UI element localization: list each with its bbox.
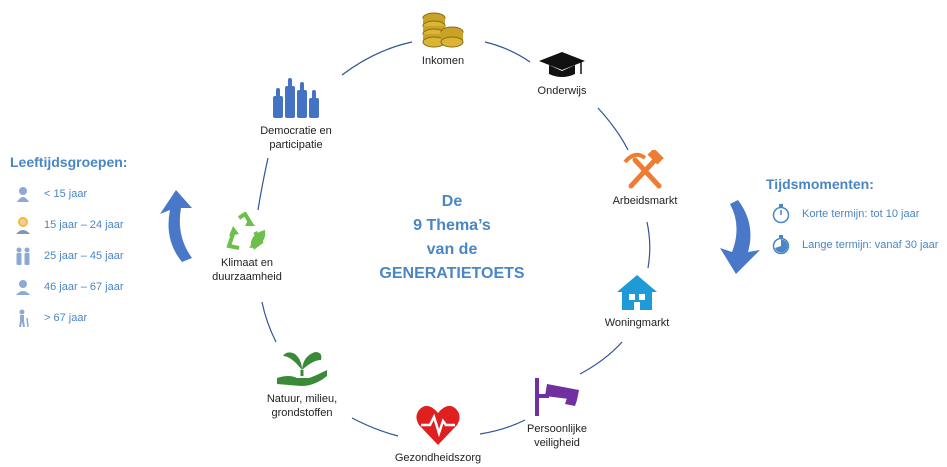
theme-label: Natuur, milieu,: [266, 393, 338, 405]
time-moments-title: Tijdsmomenten:: [766, 176, 874, 192]
house-icon: [617, 275, 657, 310]
center-title-line: GENERATIETOETS: [379, 265, 525, 282]
ring-segment: [646, 221, 651, 269]
age-group-item: 15 jaar – 24 jaar: [12, 209, 124, 240]
recycle-leaf-icon: [226, 211, 266, 250]
age-group-label: > 67 jaar: [44, 311, 88, 324]
theme-klimaat-en-duurzaamheid: Klimaat en duurzaamheid: [200, 211, 294, 284]
stopwatch-icon: [770, 203, 792, 224]
theme-label: Onderwijs: [537, 85, 587, 97]
couple-icon: [12, 247, 34, 265]
center-title-line: De: [441, 193, 463, 210]
ring-segment: [484, 41, 531, 63]
theme-onderwijs: Onderwijs: [520, 50, 604, 98]
theme-label: duurzaamheid: [212, 271, 282, 283]
theme-label: Woningmarkt: [604, 317, 670, 329]
time-moment-label: Lange termijn: vanaf 30 jaar: [802, 238, 939, 251]
theme-label: Inkomen: [421, 55, 465, 67]
theme-arbeidsmarkt: Arbeidsmarkt: [600, 148, 690, 208]
theme-label: Democratie en: [260, 125, 332, 137]
theme-label: participatie: [269, 139, 323, 151]
age-group-label: 25 jaar – 45 jaar: [44, 249, 124, 262]
theme-woningmarkt: Woningmarkt: [592, 272, 682, 330]
age-group-label: 15 jaar – 24 jaar: [44, 218, 124, 231]
ring-segment: [261, 301, 277, 343]
age-group-item: < 15 jaar: [12, 178, 124, 209]
center-title-line: van de: [426, 241, 478, 258]
center-title-line: 9 Thema’s: [413, 217, 491, 234]
graduation-cap-icon: [539, 52, 585, 77]
ring-segment: [257, 157, 269, 211]
theme-label: Gezondheidszorg: [394, 452, 482, 464]
young-person-icon: [12, 216, 34, 234]
theme-democratie-en-participatie: Democratie en participatie: [246, 76, 346, 152]
ring-segment: [579, 341, 623, 375]
adult-icon: [12, 279, 34, 295]
age-groups-list: < 15 jaar 15 jaar – 24 jaar 25 jaar – 45…: [12, 178, 124, 333]
age-group-item: 25 jaar – 45 jaar: [12, 240, 124, 271]
coins-icon: [422, 12, 464, 48]
age-group-item: 46 jaar – 67 jaar: [12, 271, 124, 302]
ring-segment: [351, 417, 399, 437]
elderly-cane-icon: [12, 309, 34, 327]
ring-segment: [597, 107, 629, 151]
time-moment-item: Lange termijn: vanaf 30 jaar: [770, 229, 938, 260]
ring-segment: [341, 41, 413, 76]
theme-label: Persoonlijke: [527, 423, 587, 435]
security-camera-icon: [535, 378, 579, 416]
center-title: De 9 Thema’s van de GENERATIETOETS: [352, 190, 552, 286]
heart-pulse-icon: [416, 405, 460, 445]
theme-persoonlijke-veiligheid: Persoonlijke veiligheid: [512, 376, 602, 450]
time-moments-list: Korte termijn: tot 10 jaar Lange termijn…: [770, 198, 938, 260]
curved-arrow-up-icon: [160, 190, 192, 262]
theme-label: Arbeidsmarkt: [612, 195, 678, 207]
theme-label: grondstoffen: [271, 407, 333, 419]
curved-arrow-down-icon: [720, 200, 760, 274]
age-groups-title: Leeftijdsgroepen:: [10, 154, 128, 170]
stopwatch-icon: [770, 234, 792, 255]
baby-icon: [12, 186, 34, 202]
ring-segment: [479, 419, 526, 435]
theme-label: veiligheid: [534, 437, 580, 449]
theme-label: Klimaat en: [221, 257, 273, 269]
theme-natuur-milieu-grondstoffen: Natuur, milieu, grondstoffen: [252, 348, 352, 420]
age-group-label: 46 jaar – 67 jaar: [44, 280, 124, 293]
plant-in-hand-icon: [277, 352, 327, 386]
raised-hands-icon: [273, 78, 319, 118]
time-moment-item: Korte termijn: tot 10 jaar: [770, 198, 938, 229]
theme-inkomen: Inkomen: [398, 10, 488, 68]
age-group-label: < 15 jaar: [44, 187, 88, 200]
age-group-item: > 67 jaar: [12, 302, 124, 333]
hammer-pick-icon: [623, 148, 664, 189]
time-moment-label: Korte termijn: tot 10 jaar: [802, 207, 920, 220]
theme-gezondheidszorg: Gezondheidszorg: [388, 403, 488, 465]
